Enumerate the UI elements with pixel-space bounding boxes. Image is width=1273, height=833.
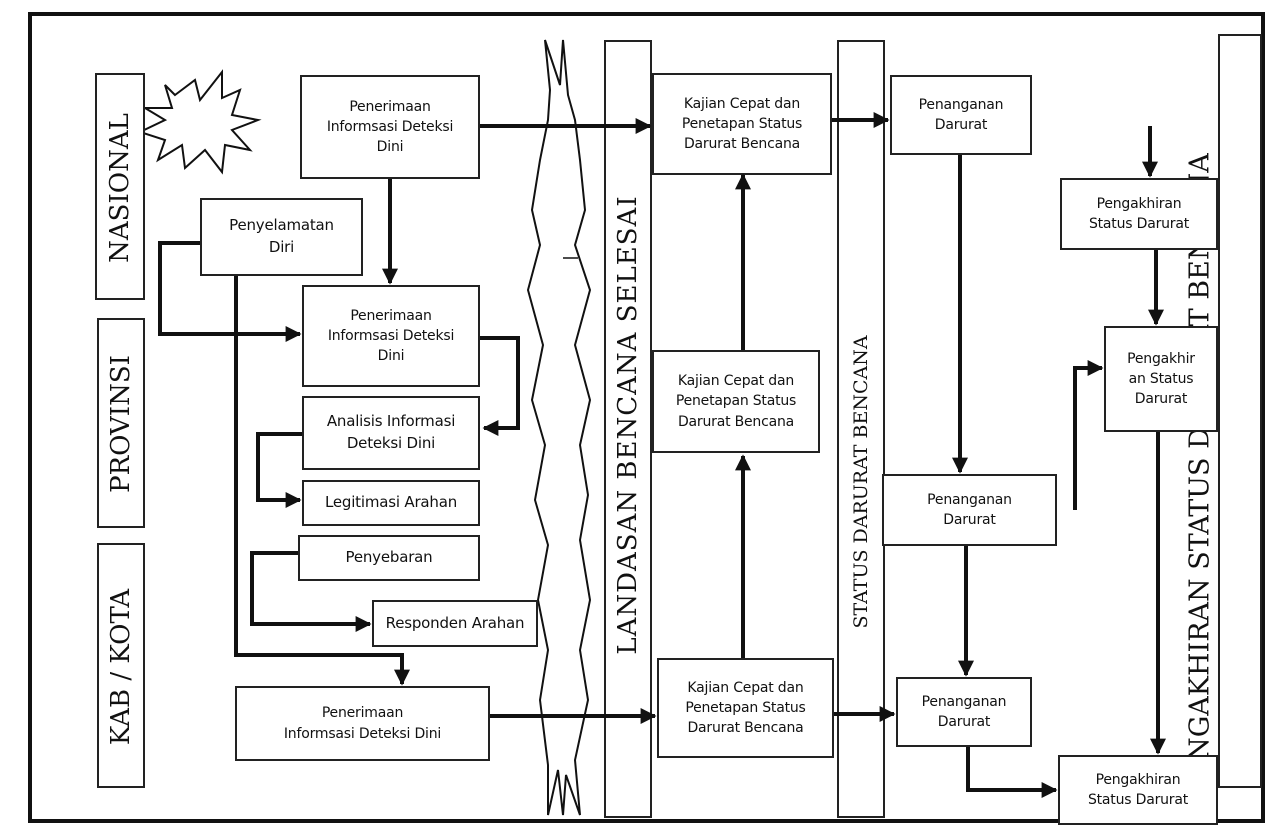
- box-line: Legitimasi Arahan: [324, 493, 458, 512]
- column-landasan: LANDASAN BENCANA SELESAI: [604, 40, 652, 818]
- box-line: Penanganan: [927, 491, 1012, 508]
- box-line: an Status: [1128, 370, 1194, 387]
- box-line: Penerimaan: [349, 98, 431, 115]
- level-label-nasional: NASIONAL: [105, 113, 135, 263]
- box-line: Analisis Informasi: [326, 412, 456, 431]
- box-analisis: Analisis Informasi Deteksi Dini: [302, 396, 480, 470]
- box-line: Status Darurat: [1087, 792, 1189, 808]
- box-line: Kajian Cepat dan: [687, 679, 804, 696]
- box-legitimasi: Legitimasi Arahan: [302, 480, 480, 526]
- box-line: Penanganan: [921, 693, 1007, 710]
- box-line: Diri: [268, 238, 295, 256]
- column-status-darurat: STATUS DARURAT BENCANA: [837, 40, 885, 818]
- level-box-provinsi: PROVINSI: [97, 318, 145, 528]
- box-line: Penetapan Status: [675, 393, 797, 410]
- box-line: Responden Arahan: [385, 613, 525, 632]
- box-line: Pengakhiran: [1096, 195, 1182, 212]
- box-line: Pengakhir: [1127, 350, 1195, 367]
- column-label-status-darurat: STATUS DARURAT BENCANA: [850, 335, 872, 629]
- box-penyelamatan-diri: Penyelamatan Diri: [200, 198, 363, 276]
- diagram-frame: [28, 12, 1265, 823]
- box-penanganan-kab: Penanganan Darurat: [896, 677, 1032, 747]
- box-line: Informsasi Deteksi Dini: [283, 725, 442, 742]
- box-line: Darurat Bencana: [687, 720, 804, 737]
- box-line: Dini: [376, 139, 404, 156]
- box-pengakhiran-nasional: Pengakhiran Status Darurat: [1060, 178, 1218, 250]
- box-line: Kajian Cepat dan: [677, 373, 795, 390]
- box-penyebaran: Penyebaran: [298, 535, 480, 581]
- box-line: Status Darurat: [1088, 216, 1190, 232]
- column-pengakhiran: PENGAKHIRAN STATUS DARURAT BENCANA: [1185, 34, 1262, 799]
- box-line: Deteksi Dini: [346, 434, 436, 452]
- level-box-nasional: NASIONAL: [95, 73, 145, 300]
- box-line: Informsasi Deteksi: [327, 327, 455, 344]
- box-kajian-nasional: Kajian Cepat dan Penetapan Status Darura…: [652, 73, 832, 175]
- box-kajian-kab: Kajian Cepat dan Penetapan Status Darura…: [657, 658, 834, 758]
- box-pengakhiran-provinsi: Pengakhir an Status Darurat: [1104, 326, 1218, 432]
- box-line: Penerimaan: [321, 705, 404, 722]
- box-line: Penerimaan: [350, 307, 432, 324]
- box-line: Penetapan Status: [681, 115, 803, 132]
- box-line: Penyebaran: [345, 548, 433, 567]
- box-line: Pengakhiran: [1095, 771, 1181, 788]
- level-box-kab-kota: KAB / KOTA: [97, 543, 145, 788]
- box-penerimaan-provinsi: Penerimaan Informsasi Deteksi Dini: [302, 285, 480, 387]
- box-line: Darurat: [934, 117, 988, 133]
- box-penanganan-nasional: Penanganan Darurat: [890, 75, 1032, 155]
- box-line: Darurat: [937, 714, 991, 730]
- box-responden: Responden Arahan: [372, 600, 538, 647]
- box-line: Dini: [377, 348, 405, 365]
- box-penerimaan-nasional: Penerimaan Informsasi Deteksi Dini: [300, 75, 480, 179]
- column-label-landasan: LANDASAN BENCANA SELESAI: [613, 195, 643, 655]
- level-label-provinsi: PROVINSI: [106, 355, 136, 493]
- box-line: Darurat Bencana: [683, 136, 801, 153]
- box-line: Kajian Cepat dan: [683, 95, 801, 112]
- column-label-pengakhiran: PENGAKHIRAN STATUS DARURAT BENCANA: [1184, 153, 1216, 799]
- box-line: Informsasi Deteksi: [326, 118, 454, 135]
- box-line: Darurat: [943, 512, 996, 528]
- box-line: Darurat Bencana: [677, 413, 795, 430]
- level-label-kab-kota: KAB / KOTA: [106, 588, 136, 746]
- box-kajian-provinsi: Kajian Cepat dan Penetapan Status Darura…: [652, 350, 820, 453]
- box-line: Darurat: [1134, 391, 1188, 408]
- box-pengakhiran-kab: Pengakhiran Status Darurat: [1058, 755, 1218, 825]
- box-line: Penanganan: [918, 96, 1004, 113]
- box-line: Penyelamatan: [229, 216, 334, 235]
- box-penerimaan-kab: Penerimaan Informsasi Deteksi Dini: [235, 686, 490, 761]
- box-line: Penetapan Status: [685, 699, 806, 716]
- box-penanganan-provinsi: Penanganan Darurat: [882, 474, 1057, 546]
